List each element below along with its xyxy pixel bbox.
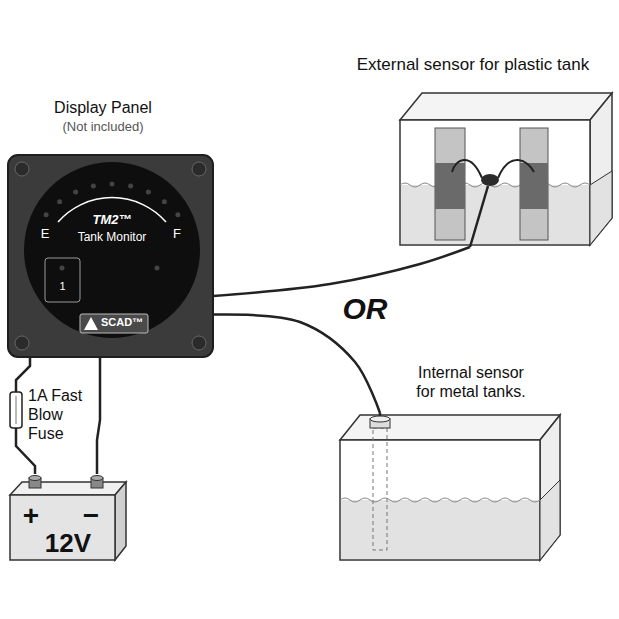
battery-terminal <box>29 476 103 489</box>
display-panel-body-part <box>8 155 213 357</box>
plastic-tank-part <box>400 93 612 120</box>
display-panel-body-part <box>110 182 115 187</box>
brand-logo: SCAD™ <box>98 316 146 329</box>
battery: + −12V <box>8 474 128 562</box>
display-panel-body-part <box>128 184 133 189</box>
plastic-tank-part <box>435 128 465 240</box>
metal-tank: Internal sensor for metal tanks. <box>338 413 562 562</box>
plastic-tank-part <box>520 128 548 240</box>
voltage-label: 12V <box>28 530 108 556</box>
node-heading: External sensor for plastic tank <box>333 55 613 75</box>
plastic-tank <box>400 93 612 247</box>
plastic-tank-part <box>498 160 534 178</box>
sensor-fitting <box>370 413 390 428</box>
metal-tank-part <box>340 415 560 440</box>
display-panel-body-part <box>15 162 29 176</box>
plastic-tank-part <box>481 174 499 186</box>
battery-terminal-part <box>29 476 41 481</box>
terminal-sign: − <box>76 502 106 530</box>
fuse-symbol-part <box>16 396 17 424</box>
wire <box>213 247 470 296</box>
display-panel-body-part <box>15 336 29 350</box>
display-panel-body-part <box>45 258 80 302</box>
display-panel-body-part <box>91 184 96 189</box>
wire <box>213 314 380 413</box>
fuse-symbol <box>10 392 22 428</box>
plastic-tank: External sensor for plastic tank <box>398 91 614 247</box>
display-panel-body-part <box>73 190 78 195</box>
plastic-tank-part <box>400 120 590 245</box>
metal-tank-part <box>373 428 387 550</box>
gauge-label: F <box>170 226 184 242</box>
plastic-tank-part <box>590 171 612 245</box>
display-panel-body <box>8 155 213 357</box>
node-heading: Internal sensor for metal tanks. <box>408 363 534 401</box>
display-panel-body-part <box>192 162 206 176</box>
plastic-tank-part <box>401 185 589 244</box>
display-panel-body-part <box>192 336 206 350</box>
plastic-tank-part <box>470 186 488 247</box>
display-panel-body-part <box>155 266 160 271</box>
fuse-symbol-part <box>10 392 22 428</box>
plastic-tank-part <box>520 163 548 209</box>
display-panel-body-part <box>24 162 200 338</box>
battery-part <box>115 482 126 560</box>
model-subtitle: Tank Monitor <box>52 230 172 244</box>
or-label: OR <box>330 294 400 324</box>
metal-tank-part <box>540 415 560 560</box>
metal-tank <box>340 415 560 560</box>
display-panel-body-part <box>162 199 167 204</box>
metal-tank-part <box>341 500 539 559</box>
model-name: TM2™ <box>62 212 162 228</box>
terminal-sign: + <box>16 502 46 530</box>
plastic-tank-part <box>435 163 465 209</box>
battery-part <box>10 482 126 495</box>
display-panel-body-part <box>60 266 65 271</box>
metal-tank-part <box>340 440 540 560</box>
sensor-fitting-part <box>370 416 390 422</box>
battery-part <box>10 495 115 560</box>
display-panel-body-part <box>84 317 98 330</box>
plastic-tank-part <box>590 93 612 245</box>
display-panel-body-part <box>146 190 151 195</box>
metal-tank-part <box>540 480 560 560</box>
display-panel-body-part <box>57 199 62 204</box>
display-panel-body-part <box>175 212 180 217</box>
plastic-tank-part <box>452 160 482 178</box>
fuse-label: 1A Fast Blow Fuse <box>28 386 98 443</box>
metal-tank-part <box>340 498 540 502</box>
wire <box>97 357 100 474</box>
display-panel-body-part <box>80 314 148 333</box>
display-panel-body-part <box>44 212 49 217</box>
battery <box>10 482 126 560</box>
node-note: (Not included) <box>8 119 198 135</box>
node-heading: Display Panel <box>8 98 198 117</box>
display-panel: Display Panel(Not included)EFTM2™Tank Mo… <box>8 155 213 357</box>
battery-terminal-part <box>91 476 103 481</box>
gauge-label: E <box>38 226 52 242</box>
channel-number: 1 <box>45 280 80 293</box>
